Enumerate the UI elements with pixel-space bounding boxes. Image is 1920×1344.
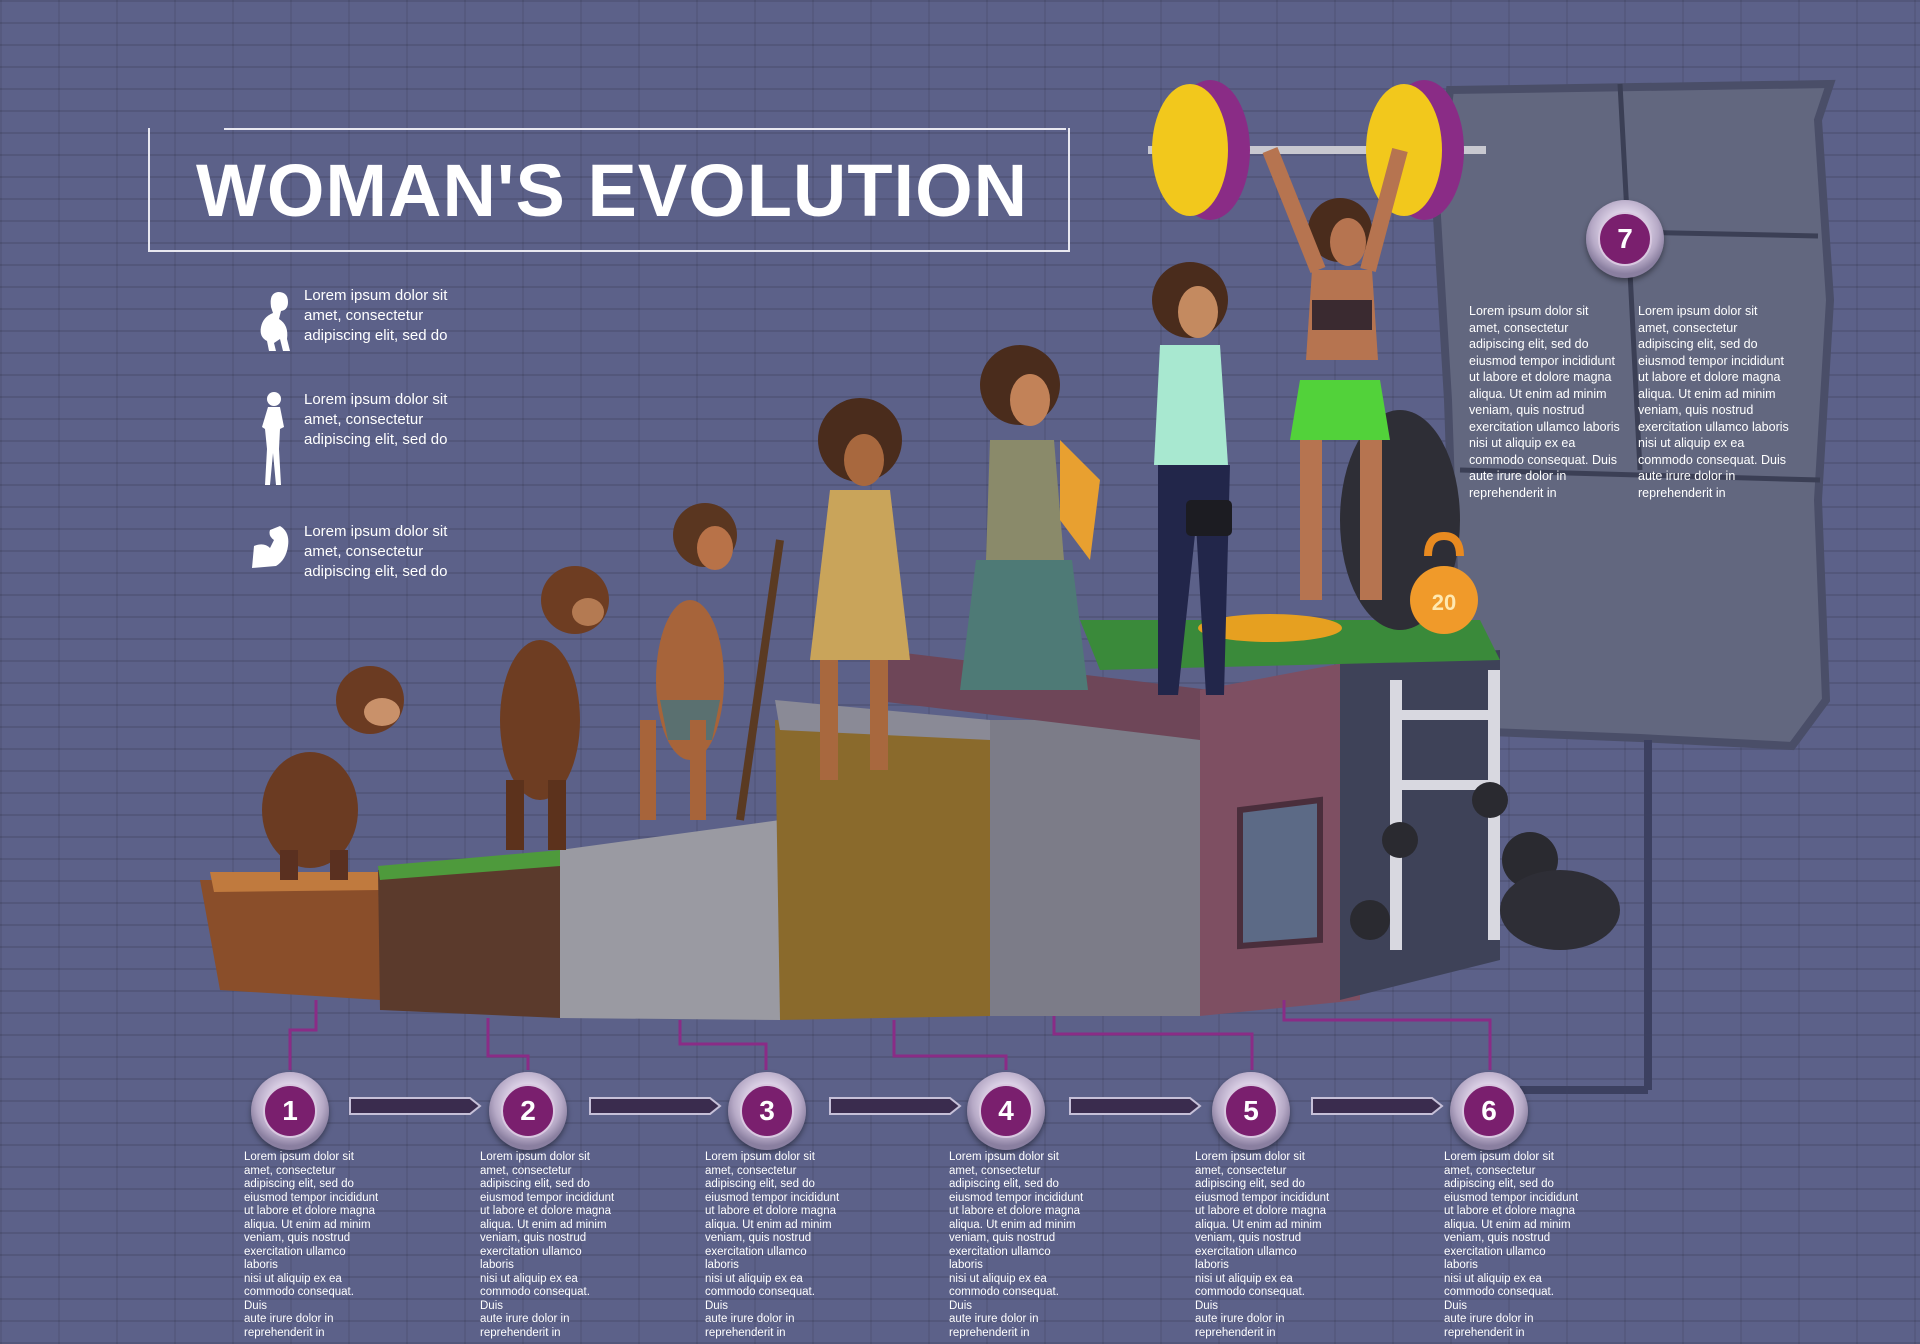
stone-panel [1431, 79, 1836, 1094]
timeline-node-6: 6 [1450, 1072, 1528, 1150]
legend-text-2: Lorem ipsum dolor sit amet, consectetur … [304, 391, 448, 448]
ape-silhouette-icon [248, 286, 298, 366]
step-text-1: Lorem ipsum dolor sit amet, consectetur … [244, 1151, 379, 1339]
fossil-block [775, 720, 990, 1020]
flexed-arm-icon [248, 522, 298, 602]
page-title: WOMAN'S EVOLUTION [196, 149, 1029, 232]
timeline-arrows [349, 1097, 1444, 1115]
legend-item-2: Lorem ipsum dolor sit amet, consectetur … [248, 390, 488, 485]
node-number: 5 [1224, 1084, 1278, 1138]
timeline-connectors [288, 1000, 1492, 1070]
legend-item-3: Lorem ipsum dolor sit amet, consectetur … [248, 522, 488, 602]
stone-wall-block [990, 720, 1200, 1016]
weight-platform [1198, 614, 1342, 642]
step-text-2: Lorem ipsum dolor sit amet, consectetur … [480, 1151, 615, 1339]
gym-block [1340, 650, 1500, 1000]
dirt-block [378, 860, 560, 1018]
node-number: 6 [1462, 1084, 1516, 1138]
legend-text-3: Lorem ipsum dolor sit amet, consectetur … [304, 523, 448, 580]
weight-plate [1472, 782, 1508, 818]
rack-post-left [1390, 680, 1402, 950]
kettlebell-label: 20 [1432, 590, 1456, 615]
title-frame [148, 128, 1070, 252]
barbell [1148, 80, 1486, 220]
rock-block [560, 820, 780, 1020]
athlete-woman-figure [1262, 147, 1408, 600]
farmer-woman-figure [960, 345, 1100, 690]
early-hominid-figure [500, 566, 609, 850]
woman-silhouette-icon [248, 390, 298, 485]
monkey-figure [262, 666, 404, 880]
panel-text-right: Lorem ipsum dolor sit amet, consectetur … [1638, 304, 1789, 500]
node-number: 7 [1598, 212, 1652, 266]
grass-top [378, 850, 560, 880]
tree-stump [200, 880, 380, 1000]
node-number: 3 [740, 1084, 794, 1138]
timeline-node-2: 2 [489, 1072, 567, 1150]
panel-text-left: Lorem ipsum dolor sit amet, consectetur … [1469, 304, 1620, 500]
timeline-node-4: 4 [967, 1072, 1045, 1150]
gym-floor-top [1080, 620, 1500, 670]
tire [1500, 870, 1620, 950]
legend-item-1: Lorem ipsum dolor sit amet, consectetur … [248, 286, 488, 366]
tribal-woman-figure [810, 398, 910, 780]
node-number: 4 [979, 1084, 1033, 1138]
cavewoman-figure [640, 503, 784, 821]
timeline-node-3: 3 [728, 1072, 806, 1150]
office-woman-figure [1152, 262, 1232, 695]
timeline-node-1: 1 [251, 1072, 329, 1150]
step-text-6: Lorem ipsum dolor sit amet, consectetur … [1444, 1151, 1579, 1339]
window [1237, 796, 1323, 950]
step-text-3: Lorem ipsum dolor sit amet, consectetur … [705, 1151, 840, 1339]
step-text-5: Lorem ipsum dolor sit amet, consectetur … [1195, 1151, 1330, 1339]
step-text-4: Lorem ipsum dolor sit amet, consectetur … [949, 1151, 1084, 1339]
node-number: 1 [263, 1084, 317, 1138]
handbag [1186, 500, 1232, 536]
legend-text-1: Lorem ipsum dolor sit amet, consectetur … [304, 287, 448, 344]
weight-plate [1382, 822, 1418, 858]
weight-plate [1350, 900, 1390, 940]
node-number: 2 [501, 1084, 555, 1138]
wooden-floor [870, 650, 1210, 740]
green-shorts [1290, 380, 1390, 440]
title-frame-topline [224, 128, 1066, 130]
timeline-node-5: 5 [1212, 1072, 1290, 1150]
kettlebell: 20 [1410, 531, 1478, 634]
wheat-bundle [1060, 440, 1100, 560]
timeline-node-7: 7 [1586, 200, 1664, 278]
